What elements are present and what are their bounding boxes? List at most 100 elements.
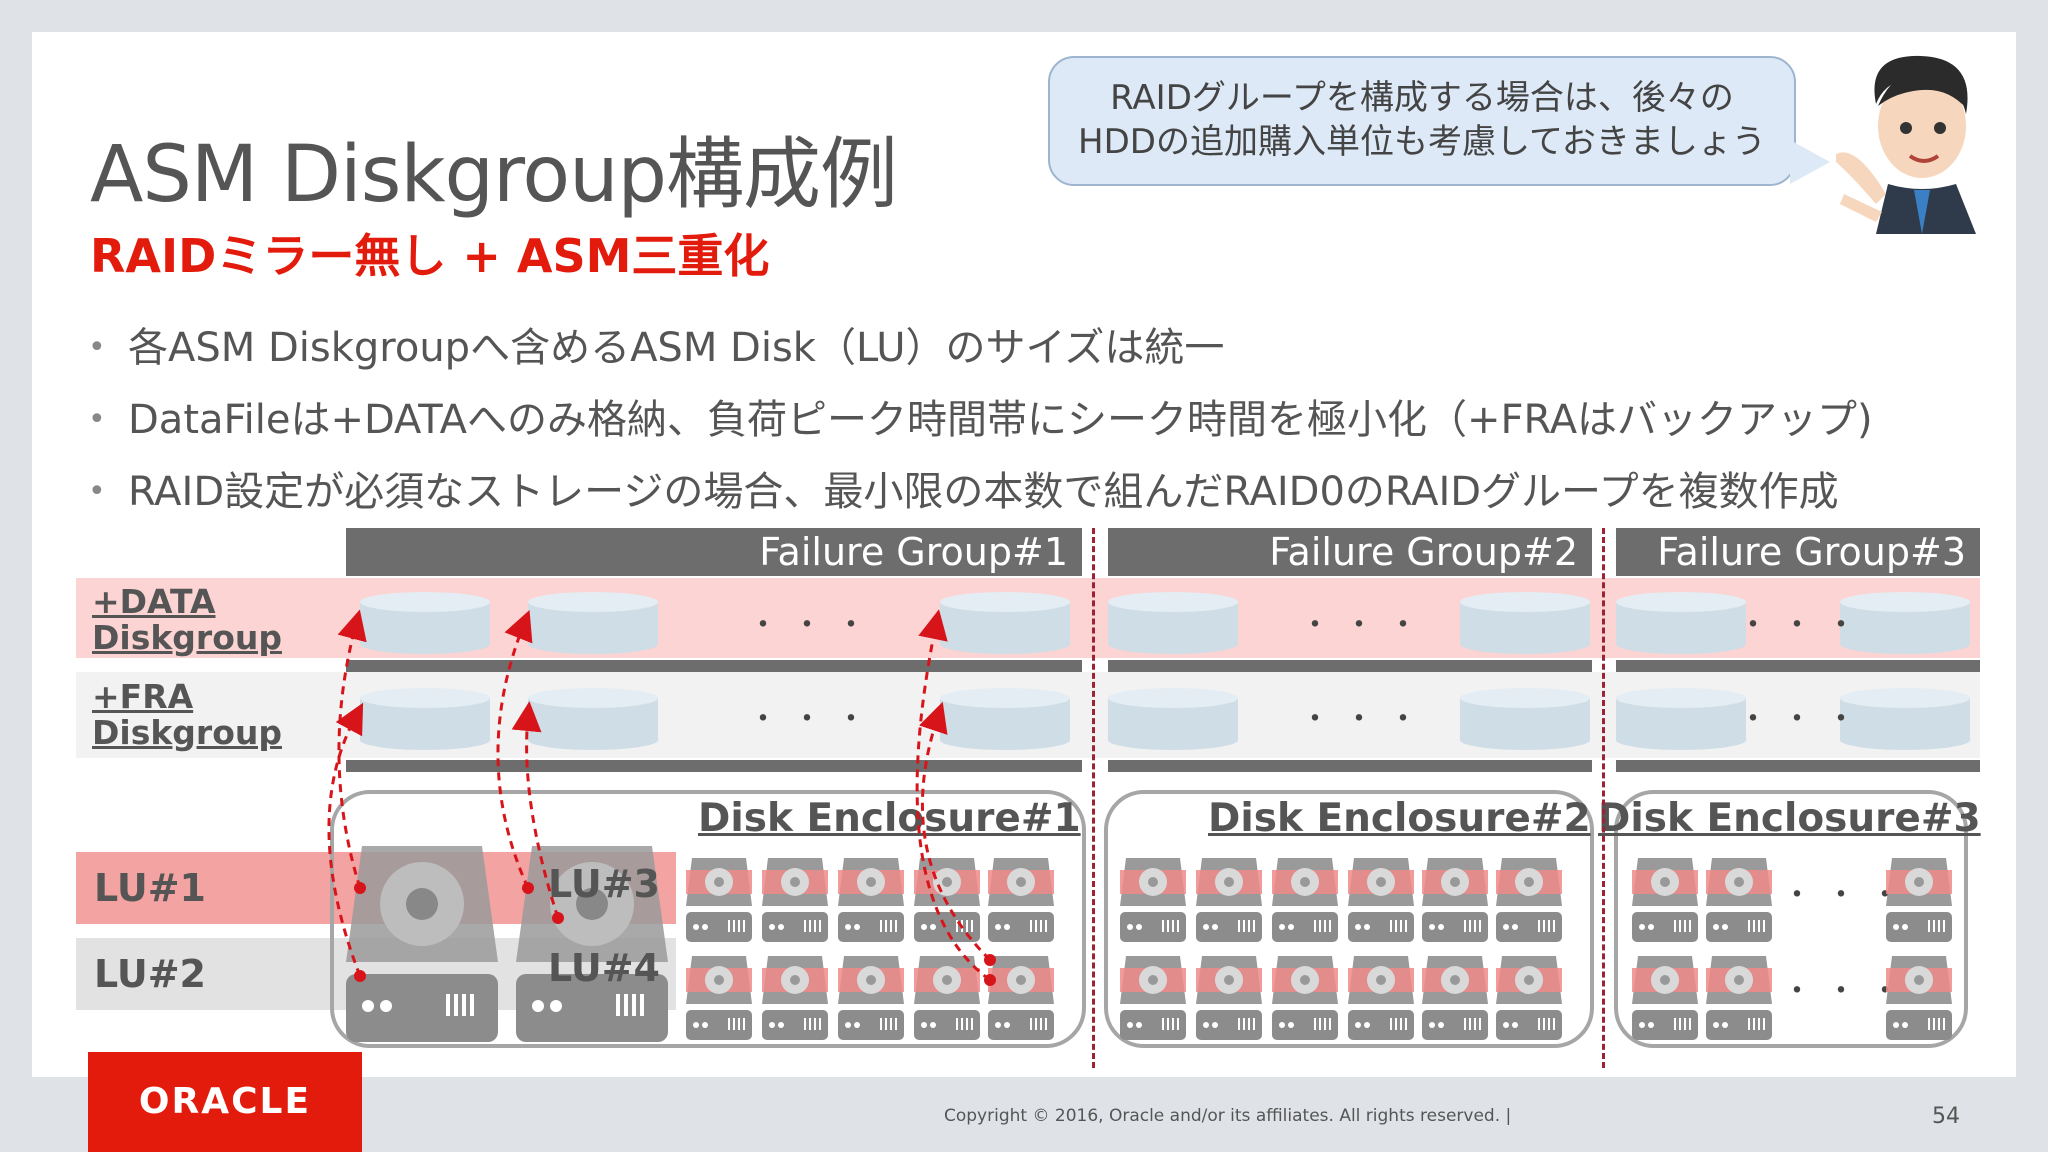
ellipsis: ・・・ bbox=[1738, 608, 1870, 643]
ellipsis: ・・・ bbox=[1782, 878, 1914, 913]
asm-disk-icon bbox=[940, 592, 1070, 654]
asm-disk-icon bbox=[360, 592, 490, 654]
page-subtitle: RAIDミラー無し + ASM三重化 bbox=[90, 229, 770, 283]
hdd-icon bbox=[1348, 956, 1414, 1040]
disk-enclosure-1 bbox=[330, 790, 1086, 1048]
oracle-logo: ORACLE bbox=[88, 1052, 362, 1152]
shelf-fg3-fra bbox=[1616, 760, 1980, 772]
ellipsis: ・・・ bbox=[1738, 702, 1870, 737]
mapping-point bbox=[984, 974, 996, 986]
hdd-icon bbox=[762, 956, 828, 1040]
ellipsis: ・・・ bbox=[748, 608, 880, 643]
bullet-text: 各ASM Diskgroupへ含めるASM Disk（LU）のサイズは統一 bbox=[128, 325, 1225, 371]
speech-bubble-line2: HDDの追加購入単位も考慮しておきましょう bbox=[1078, 122, 1766, 162]
hdd-icon bbox=[1272, 956, 1338, 1040]
copyright-text: Copyright © 2016, Oracle and/or its affi… bbox=[944, 1106, 1512, 1126]
page-number: 54 bbox=[1932, 1104, 1960, 1129]
lu-2-label: LU#2 bbox=[76, 938, 376, 1010]
fra-diskgroup-label: +FRA Diskgroup bbox=[92, 679, 282, 751]
asm-disk-icon bbox=[1108, 592, 1238, 654]
ellipsis: ・・・ bbox=[1300, 608, 1432, 643]
asm-disk-icon bbox=[1616, 688, 1746, 750]
bullet-dot: • bbox=[88, 474, 106, 509]
hdd-icon bbox=[1422, 956, 1488, 1040]
shelf-fg1-data bbox=[346, 660, 1082, 672]
hdd-icon bbox=[1348, 858, 1414, 942]
failure-group-3-header: Failure Group#3 bbox=[1616, 528, 1980, 576]
bullet-item: •DataFileは+DATAへのみ格納、負荷ピーク時間帯にシーク時間を極小化（… bbox=[88, 392, 1873, 464]
mapping-arrow bbox=[915, 609, 991, 982]
hdd-icon bbox=[1632, 956, 1698, 1040]
mapping-point bbox=[354, 882, 366, 894]
data-diskgroup-label-line2: Diskgroup bbox=[92, 618, 282, 657]
disk-enclosure-3-label: Disk Enclosure#3 bbox=[1598, 796, 1981, 841]
hdd-icon bbox=[1886, 956, 1952, 1040]
hdd-icon bbox=[1496, 858, 1562, 942]
hdd-icon bbox=[988, 858, 1054, 942]
hdd-icon bbox=[914, 956, 980, 1040]
hdd-icon bbox=[1632, 858, 1698, 942]
mapping-point bbox=[354, 970, 366, 982]
speech-bubble: RAIDグループを構成する場合は、後々の HDDの追加購入単位も考慮しておきまし… bbox=[1048, 56, 1796, 186]
hdd-icon bbox=[1886, 858, 1952, 942]
hdd-icon bbox=[988, 956, 1054, 1040]
raid-group-disk-icon bbox=[346, 846, 498, 1042]
mapping-point bbox=[522, 882, 534, 894]
mapping-arrow bbox=[919, 701, 992, 962]
hdd-icon bbox=[686, 858, 752, 942]
asm-disk-icon bbox=[1460, 688, 1590, 750]
failure-group-divider bbox=[1602, 528, 1605, 1068]
raid-group-disk-icon bbox=[516, 846, 668, 1042]
asm-disk-icon bbox=[1840, 688, 1970, 750]
ellipsis: ・・・ bbox=[1782, 974, 1914, 1009]
fra-diskgroup-label-line1: +FRA bbox=[92, 677, 194, 716]
data-diskgroup-label-line1: +DATA bbox=[92, 582, 216, 621]
shelf-fg2-fra bbox=[1108, 760, 1592, 772]
bullet-text: RAID設定が必須なストレージの場合、最小限の本数で組んだRAID0のRAIDグ… bbox=[128, 469, 1839, 515]
hdd-icon bbox=[914, 858, 980, 942]
hdd-icon bbox=[1120, 858, 1186, 942]
speech-bubble-line1: RAIDグループを構成する場合は、後々の bbox=[1110, 78, 1734, 118]
asm-disk-icon bbox=[940, 688, 1070, 750]
disk-enclosure-3 bbox=[1614, 790, 1968, 1048]
hdd-icon bbox=[762, 858, 828, 942]
disk-enclosure-1-label: Disk Enclosure#1 bbox=[698, 796, 1081, 841]
asm-disk-icon bbox=[528, 688, 658, 750]
bullet-dot: • bbox=[88, 402, 106, 437]
asm-disk-icon bbox=[360, 688, 490, 750]
shelf-fg2-data bbox=[1108, 660, 1592, 672]
hdd-icon bbox=[1706, 956, 1772, 1040]
failure-group-1-header: Failure Group#1 bbox=[346, 528, 1082, 576]
asm-disk-icon bbox=[1108, 688, 1238, 750]
hdd-icon bbox=[838, 858, 904, 942]
data-diskgroup-label: +DATA Diskgroup bbox=[92, 584, 282, 656]
bullet-item: • RAID設定が必須なストレージの場合、最小限の本数で組んだRAID0のRAID… bbox=[88, 464, 1873, 536]
disk-enclosure-2-label: Disk Enclosure#2 bbox=[1208, 796, 1591, 841]
asm-disk-icon bbox=[528, 592, 658, 654]
hdd-icon bbox=[838, 956, 904, 1040]
mapping-point bbox=[984, 954, 996, 966]
hdd-icon bbox=[1496, 956, 1562, 1040]
speech-bubble-tail bbox=[1790, 140, 1830, 184]
bullet-item: • 各ASM Diskgroupへ含めるASM Disk（LU）のサイズは統一 bbox=[88, 320, 1873, 392]
failure-group-2-header: Failure Group#2 bbox=[1108, 528, 1592, 576]
lu-1-label: LU#1 bbox=[76, 852, 376, 924]
hdd-icon bbox=[1196, 858, 1262, 942]
hdd-icon bbox=[1120, 956, 1186, 1040]
asm-disk-icon bbox=[1616, 592, 1746, 654]
disk-enclosure-2 bbox=[1104, 790, 1594, 1048]
shelf-fg1-fra bbox=[346, 760, 1082, 772]
fra-diskgroup-label-line2: Diskgroup bbox=[92, 713, 282, 752]
asm-disk-icon bbox=[1840, 592, 1970, 654]
shelf-fg3-data bbox=[1616, 660, 1980, 672]
ellipsis: ・・・ bbox=[748, 702, 880, 737]
bullet-dot: • bbox=[88, 330, 106, 365]
mapping-point bbox=[552, 912, 564, 924]
hdd-icon bbox=[1422, 858, 1488, 942]
hdd-icon bbox=[1272, 858, 1338, 942]
ellipsis: ・・・ bbox=[1300, 702, 1432, 737]
mapping-arrow bbox=[337, 609, 367, 889]
presenter-avatar-icon bbox=[1836, 55, 1976, 234]
asm-disk-icon bbox=[1460, 592, 1590, 654]
